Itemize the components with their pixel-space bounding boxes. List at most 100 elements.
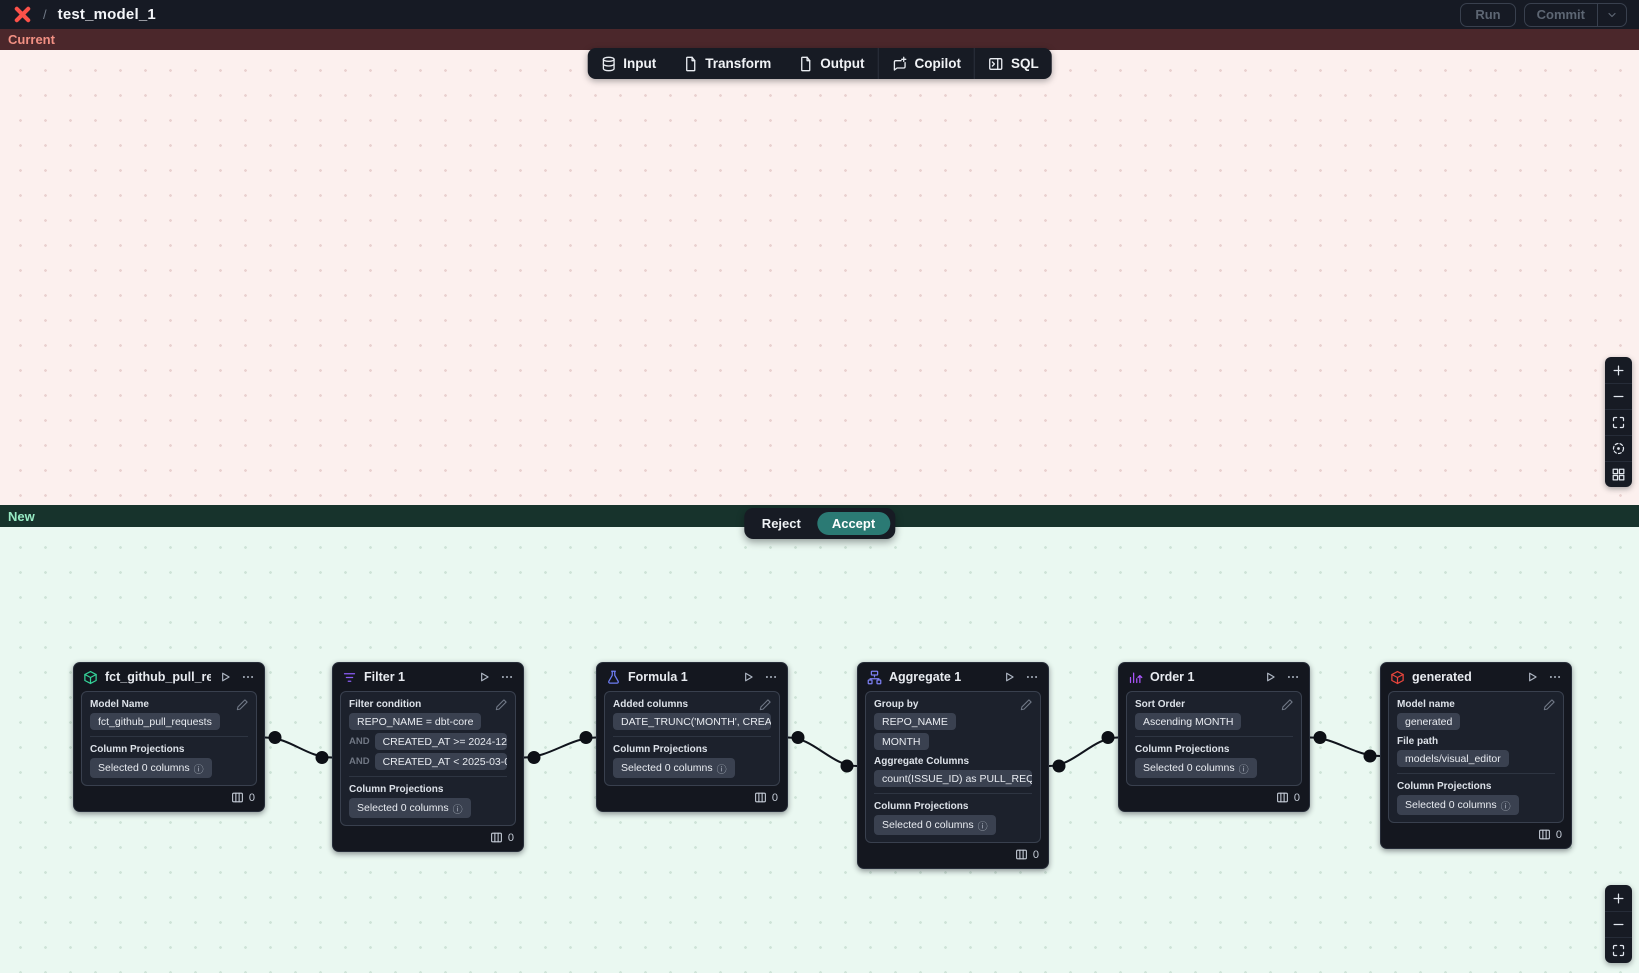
value-pill[interactable]: REPO_NAME (874, 713, 956, 730)
value-pill[interactable]: REPO_NAME = dbt-core (349, 713, 482, 730)
node-fct-github-pull-requests[interactable]: fct_github_pull_requestsModel Namefct_gi… (73, 662, 265, 812)
plus-button[interactable] (1605, 885, 1632, 911)
minus-button[interactable] (1605, 383, 1632, 409)
value-pill[interactable]: generated (1397, 713, 1461, 730)
value-pill[interactable]: Ascending MONTH (1135, 713, 1242, 730)
play-icon[interactable] (1525, 670, 1539, 684)
output-port[interactable] (1052, 759, 1066, 773)
input-port[interactable] (1101, 731, 1115, 744)
info-icon[interactable]: ⓘ (1500, 801, 1511, 813)
more-icon[interactable] (1025, 670, 1039, 684)
node-header[interactable]: Formula 1 (597, 663, 787, 691)
node-header[interactable]: Order 1 (1119, 663, 1309, 691)
toolbar-sql-button[interactable]: SQL (975, 48, 1052, 79)
pill-row: REPO_NAME (874, 713, 1032, 730)
node-actions (477, 670, 514, 684)
info-icon[interactable]: ⓘ (716, 764, 727, 776)
value-pill[interactable]: CREATED_AT < 2025-03-01 (374, 753, 507, 770)
locate-button[interactable] (1605, 435, 1632, 461)
info-icon[interactable]: ⓘ (977, 821, 988, 833)
info-icon[interactable]: ⓘ (452, 804, 463, 816)
pencil-icon[interactable] (495, 698, 508, 711)
new-canvas[interactable]: fct_github_pull_requestsModel Namefct_gi… (0, 527, 1639, 973)
more-icon[interactable] (500, 670, 514, 684)
more-icon[interactable] (1548, 670, 1562, 684)
node-header[interactable]: Filter 1 (333, 663, 523, 691)
column-count: 0 (1555, 828, 1562, 841)
value-pill[interactable]: fct_github_pull_requests (90, 713, 220, 730)
output-port[interactable] (268, 731, 282, 744)
input-port[interactable] (579, 731, 593, 744)
value-pill[interactable]: DATE_TRUNC('MONTH', CREATED_AT… (613, 713, 771, 730)
toolbar-copilot-button[interactable]: Copilot (879, 48, 975, 79)
toolbar-transform-button[interactable]: Transform (669, 48, 784, 79)
grid-button[interactable] (1605, 461, 1632, 487)
dbt-logo-icon[interactable] (12, 5, 32, 25)
play-icon[interactable] (477, 670, 491, 684)
output-port[interactable] (791, 731, 805, 744)
toolbar-separator (974, 48, 975, 79)
commit-split-button[interactable]: Commit (1523, 2, 1627, 27)
accept-button[interactable]: Accept (816, 512, 891, 535)
chevron-down-icon[interactable] (1598, 9, 1626, 21)
section-label: Model name (1397, 699, 1455, 710)
value-pill[interactable]: count(ISSUE_ID) as PULL_REQUEST_… (874, 770, 1032, 787)
input-port[interactable] (1363, 749, 1377, 763)
node-header[interactable]: generated (1381, 663, 1571, 691)
play-icon[interactable] (218, 670, 232, 684)
current-canvas[interactable] (0, 50, 1639, 505)
value-pill[interactable]: models/visual_editor (1397, 750, 1509, 767)
pencil-icon[interactable] (1281, 698, 1294, 711)
pill-text: Ascending MONTH (1143, 715, 1234, 728)
input-port[interactable] (315, 751, 329, 764)
value-pill[interactable]: CREATED_AT >= 2024-12-01 (374, 733, 507, 750)
pill-text: MONTH (882, 735, 921, 748)
play-icon[interactable] (1263, 670, 1277, 684)
more-icon[interactable] (241, 670, 255, 684)
plus-button[interactable] (1605, 357, 1632, 383)
run-button[interactable]: Run (1460, 2, 1516, 27)
pencil-icon[interactable] (1020, 698, 1033, 711)
node-actions (741, 670, 778, 684)
reject-button[interactable]: Reject (749, 513, 814, 534)
output-port[interactable] (1313, 731, 1327, 744)
fit-button[interactable] (1605, 409, 1632, 435)
node-header[interactable]: Aggregate 1 (858, 663, 1048, 691)
toolbar-output-button[interactable]: Output (784, 48, 877, 79)
pencil-icon[interactable] (1543, 698, 1556, 711)
pencil-icon[interactable] (236, 698, 249, 711)
play-icon[interactable] (1002, 670, 1016, 684)
toolbar-label: Input (623, 56, 657, 71)
input-port[interactable] (840, 759, 854, 773)
commit-button[interactable]: Commit (1536, 7, 1585, 22)
output-port[interactable] (527, 751, 541, 764)
node-header[interactable]: fct_github_pull_requests (74, 663, 264, 691)
more-icon[interactable] (1286, 670, 1300, 684)
value-pill[interactable]: MONTH (874, 733, 929, 750)
column-count: 0 (1032, 848, 1039, 861)
more-icon[interactable] (764, 670, 778, 684)
pill-text: Selected 0 columns (1143, 762, 1235, 774)
section-label: Column Projections (1135, 744, 1230, 755)
pencil-icon[interactable] (759, 698, 772, 711)
play-icon[interactable] (741, 670, 755, 684)
fit-button[interactable] (1605, 937, 1632, 963)
info-icon[interactable]: ⓘ (193, 764, 204, 776)
minus-button[interactable] (1605, 911, 1632, 937)
toolbar-input-button[interactable]: Input (587, 48, 669, 79)
info-icon[interactable]: ⓘ (1238, 764, 1249, 776)
pill-row: REPO_NAME = dbt-core (349, 713, 507, 730)
